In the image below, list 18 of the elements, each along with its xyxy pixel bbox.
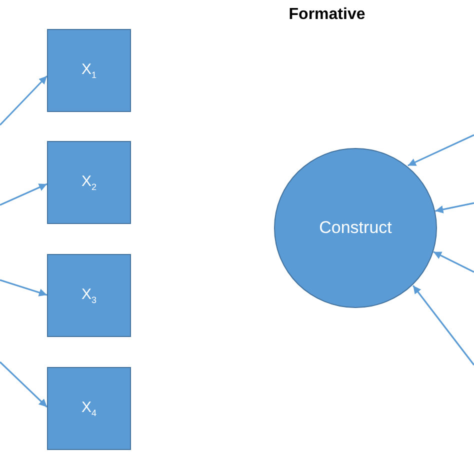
- arrow: [412, 285, 474, 366]
- node-label: X$_{2}$: [81, 173, 97, 192]
- indicator-box: [47, 254, 131, 337]
- arrow: [0, 183, 48, 206]
- arrow: [0, 75, 48, 126]
- title: Formative: [288, 6, 366, 24]
- arrow: [0, 361, 48, 408]
- node-label: X$_{3}$: [81, 286, 97, 305]
- arrow: [0, 279, 48, 296]
- indicator-box: [47, 367, 131, 450]
- arrow: [435, 202, 474, 214]
- indicator-box: [47, 29, 131, 112]
- node-label: X$_{1}$: [81, 61, 97, 80]
- indicator-box: [47, 141, 131, 224]
- node-label: Construct: [319, 218, 392, 238]
- arrow: [408, 134, 474, 166]
- arrow: [433, 251, 474, 273]
- node-label: X$_{4}$: [81, 399, 97, 418]
